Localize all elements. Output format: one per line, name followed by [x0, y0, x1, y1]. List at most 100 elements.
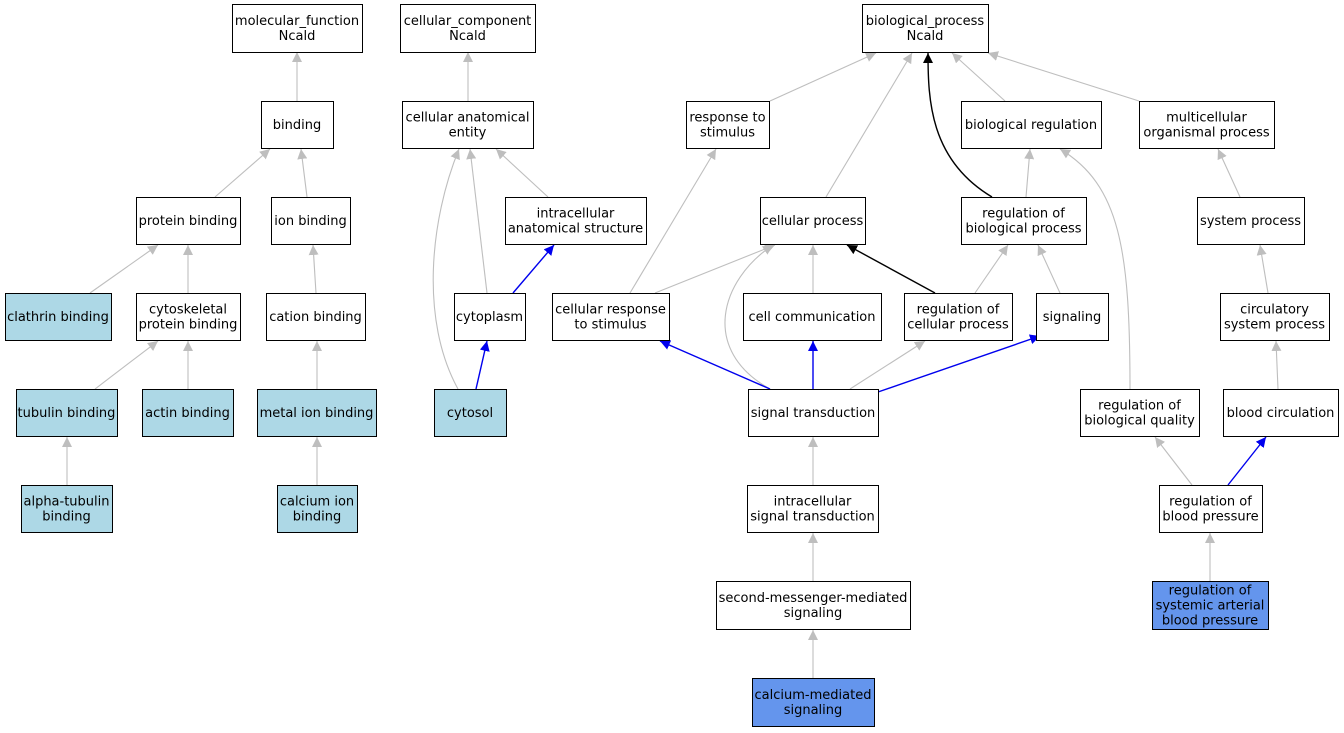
node-catb[interactable]: cation binding [266, 293, 366, 341]
edge-st-to-signaling [877, 334, 1041, 393]
node-box [402, 101, 534, 149]
node-label-line: protein binding [139, 214, 238, 229]
node-cp[interactable]: cellular process [760, 197, 866, 245]
edge-ias-to-cae [495, 148, 549, 198]
node-label-line: binding [42, 510, 90, 525]
node-bcirc[interactable]: blood circulation [1223, 389, 1339, 437]
node-label-line: to stimulus [574, 318, 646, 333]
node-label-line: Ncald [279, 29, 316, 44]
node-box [1159, 485, 1263, 533]
edge-st-to-cp [724, 244, 774, 390]
node-label-line: circulatory [1240, 303, 1309, 318]
node-box [21, 485, 113, 533]
node-ionb[interactable]: ion binding [271, 197, 351, 245]
node-label-line: regulation of [917, 303, 1000, 318]
node-clath[interactable]: clathrin binding [5, 293, 112, 341]
edge-bcirc-to-csp [1271, 340, 1282, 390]
node-label-line: multicellular [1166, 111, 1247, 126]
node-tubb[interactable]: tubulin binding [16, 389, 118, 437]
node-label-line: response to [689, 111, 765, 126]
node-box [1220, 293, 1330, 341]
node-box [1139, 101, 1275, 149]
edge-rocp-to-cp [846, 244, 936, 294]
node-label-line: cellular process [762, 214, 864, 229]
node-label-line: cell communication [748, 310, 875, 325]
edge-st-to-crts [659, 340, 771, 390]
node-label-line: organismal process [1143, 126, 1269, 141]
node-label-line: Ncald [449, 29, 486, 44]
node-box [748, 389, 879, 437]
node-label-line: entity [449, 126, 487, 141]
node-box [400, 4, 536, 53]
node-breg[interactable]: biological regulation [961, 101, 1102, 149]
node-box [5, 293, 112, 341]
node-label-line: cellular process [907, 318, 1009, 333]
edge-clath-to-pbind [89, 244, 159, 294]
node-box [904, 293, 1013, 341]
node-label-line: alpha-tubulin [23, 495, 109, 510]
node-binding[interactable]: binding [261, 101, 334, 149]
node-label-line: tubulin binding [18, 406, 116, 421]
edge-rts-to-bp [769, 52, 877, 102]
node-box [961, 101, 1102, 149]
node-metb[interactable]: metal ion binding [257, 389, 377, 437]
edge-cytoplasm-to-ias [512, 244, 555, 294]
node-cytoplasm[interactable]: cytoplasm [454, 293, 526, 341]
node-label-line: binding [293, 510, 341, 525]
node-label-line: ion binding [274, 214, 346, 229]
edge-catb-to-ionb [308, 244, 319, 294]
node-cytosol[interactable]: cytosol [434, 389, 507, 437]
edge-sysp-to-mop [1217, 148, 1241, 198]
node-box [760, 197, 866, 245]
node-actb[interactable]: actin binding [142, 389, 234, 437]
node-box [136, 293, 241, 341]
node-ccomm[interactable]: cell communication [743, 293, 882, 341]
node-label-line: cellular anatomical [406, 111, 530, 126]
node-box [257, 389, 377, 437]
edge-robp-to-bp [923, 52, 993, 198]
node-label-line: blood pressure [1162, 614, 1258, 629]
edge-layer [62, 51, 1282, 678]
edge-crts-to-cp [654, 244, 776, 294]
node-st[interactable]: signal transduction [748, 389, 879, 437]
edge-mop-to-bp [987, 51, 1140, 102]
node-box [505, 197, 647, 245]
edge-robpr-to-robq [1154, 436, 1193, 486]
node-label-line: signaling [784, 606, 843, 621]
node-label-line: biological quality [1084, 414, 1195, 429]
node-signaling[interactable]: signaling [1036, 293, 1109, 341]
node-box [136, 197, 241, 245]
node-label-line: actin binding [145, 406, 230, 421]
node-label-line: signaling [1043, 310, 1102, 325]
node-box [1223, 389, 1339, 437]
edge-robpr-to-bcirc [1227, 436, 1267, 486]
node-label-line: regulation of [1169, 584, 1252, 599]
node-label-line: systemic arterial [1156, 599, 1265, 614]
node-label-line: metal ion binding [260, 406, 374, 421]
node-box [961, 197, 1087, 245]
node-sysp[interactable]: system process [1197, 197, 1305, 245]
node-box [271, 197, 351, 245]
node-pbind[interactable]: protein binding [136, 197, 241, 245]
